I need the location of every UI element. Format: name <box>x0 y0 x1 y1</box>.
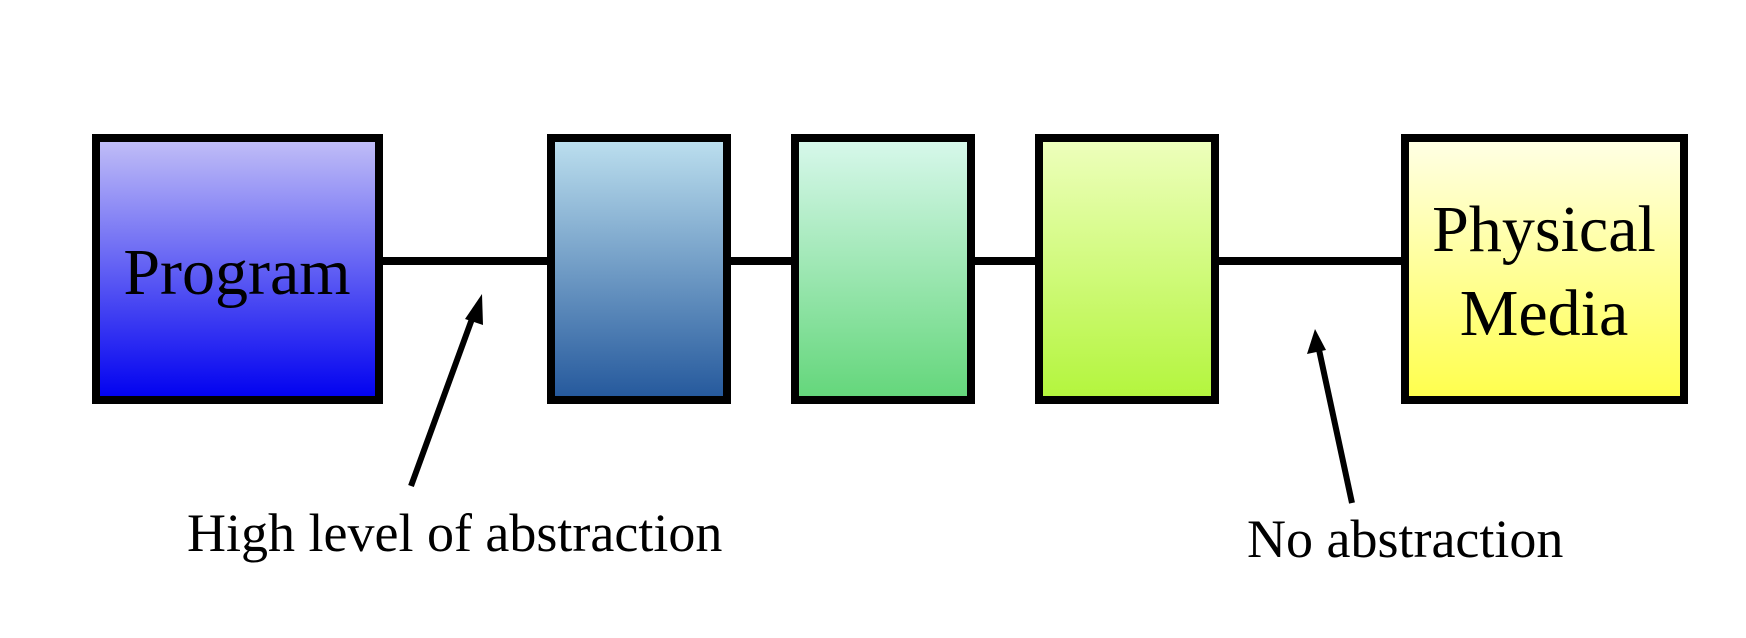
arrowhead-icon <box>1307 329 1326 354</box>
layer-box-2 <box>791 134 975 404</box>
program-box: Program <box>92 134 383 404</box>
high-abstraction-caption: High level of abstraction <box>187 503 722 563</box>
program-label: Program <box>123 236 350 309</box>
physical-media-box: Physical Media <box>1401 134 1688 404</box>
layer-box-3 <box>1035 134 1219 404</box>
high-abstraction-arrow <box>408 294 483 488</box>
no-abstraction-caption: No abstraction <box>1247 509 1563 569</box>
physical-media-label-line2: Media <box>1460 277 1629 350</box>
layer-box-1 <box>547 134 731 404</box>
physical-media-label-line1: Physical <box>1432 193 1656 266</box>
no-abstraction-arrow <box>1307 329 1355 504</box>
arrowhead-icon <box>465 294 483 325</box>
